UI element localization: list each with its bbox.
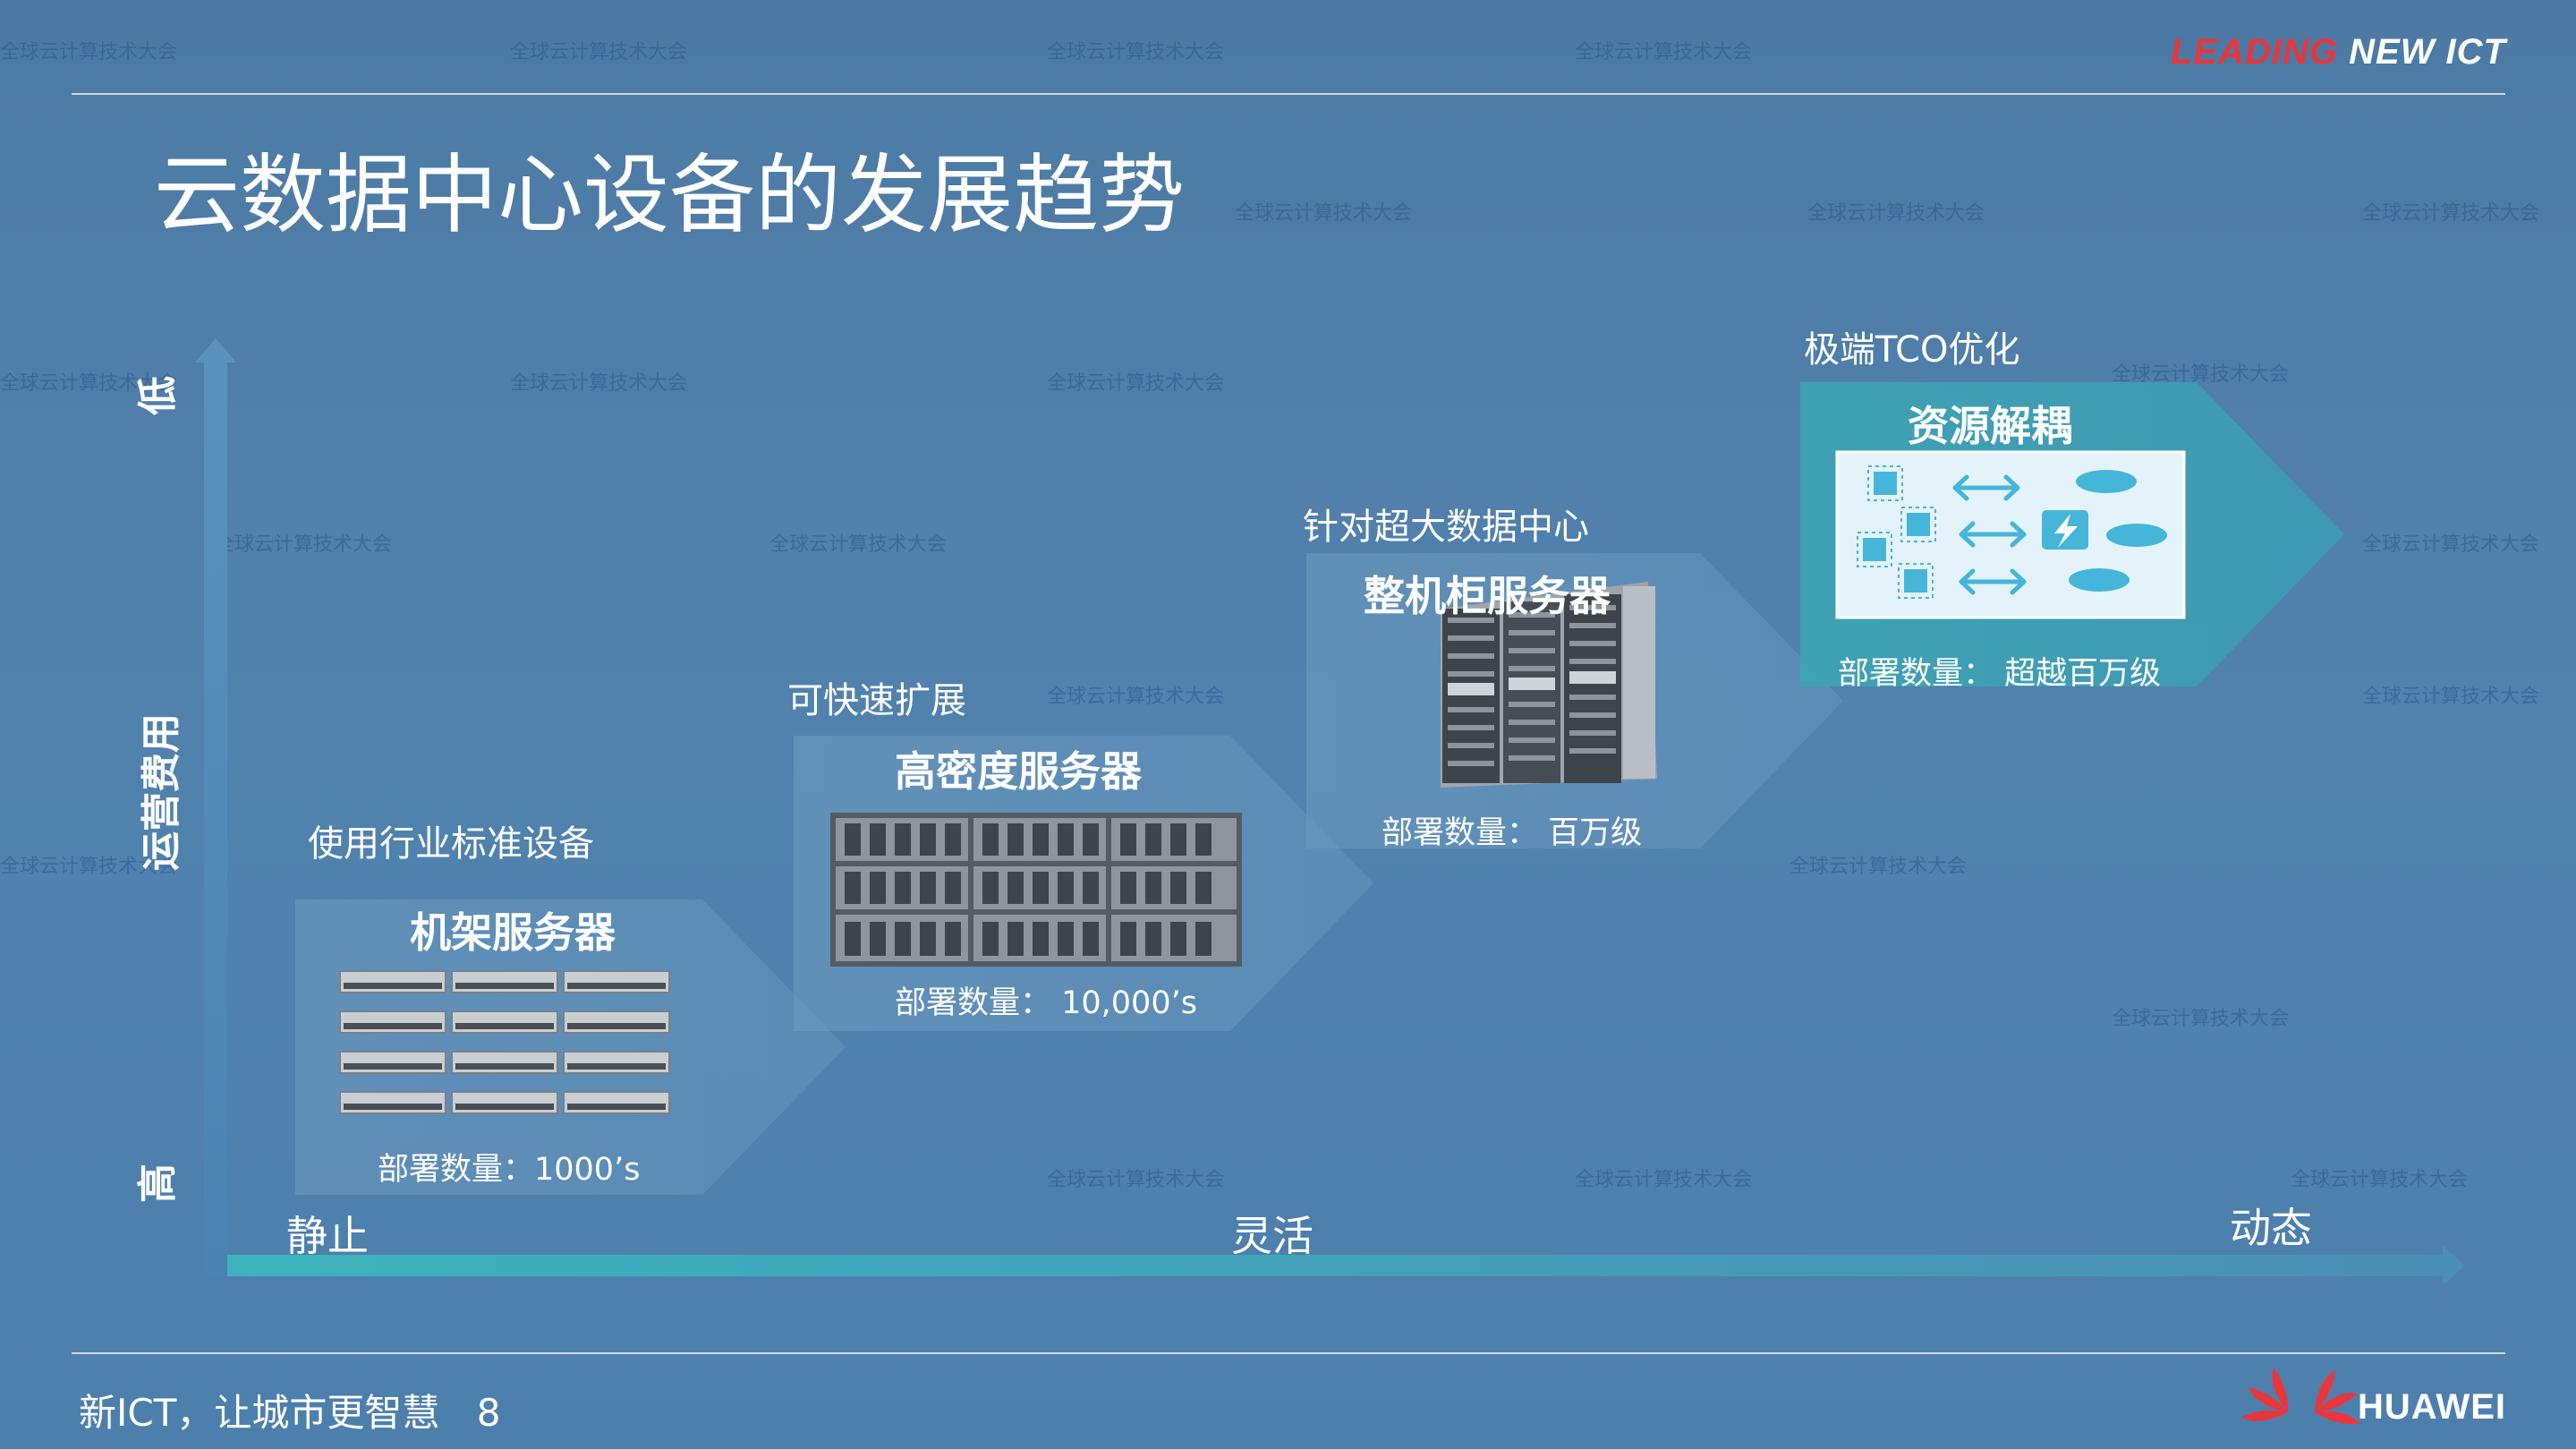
stage-4-title: 资源解耦 [1908,402,2072,450]
watermark-text: 全球云计算技术大会 [1047,686,1225,708]
watermark-text: 全球云计算技术大会 [1790,856,1968,878]
stage-3-caption: 针对超大数据中心 [1303,507,1589,548]
watermark-text: 全球云计算技术大会 [769,533,948,556]
footer-text: 新ICT，让城市更智慧 [79,1391,440,1435]
stage-3-title: 整机柜服务器 [1364,572,1611,620]
watermark-text: 全球云计算技术大会 [2362,686,2540,708]
stage-1-count: 部署数量：1000’s [378,1152,641,1188]
page-number: 8 [476,1391,501,1435]
slide-title: 云数据中心设备的发展趋势 [154,145,1185,245]
header-divider [72,93,2505,95]
watermark-text: 全球云计算技术大会 [0,372,178,395]
stage-4-count: 部署数量： 超越百万级 [1838,656,2162,692]
stage-2-title: 高密度服务器 [895,747,1142,796]
y-axis-low-label: 低 [135,376,181,415]
huawei-petal-icon [2241,1368,2360,1425]
watermark-text: 全球云计算技术大会 [2291,1169,2469,1191]
huawei-logo-text: HUAWEI [2358,1387,2506,1427]
x-axis-bar [227,1255,2446,1276]
x-axis-static-label: 静止 [286,1212,369,1260]
watermark-text: 全球云计算技术大会 [1047,1169,1225,1191]
x-axis-dynamic-label: 动态 [2230,1204,2312,1252]
brand-slogan: LEADING NEW ICT [2171,32,2506,72]
watermark-text: 全球云计算技术大会 [2112,1008,2290,1030]
watermark-text: 全球云计算技术大会 [0,41,178,64]
watermark-text: 全球云计算技术大会 [2362,533,2540,556]
watermark-text: 全球云计算技术大会 [1235,202,1413,225]
watermark-text: 全球云计算技术大会 [1807,202,1985,225]
footer-slogan: 新ICT，让城市更智慧 8 [79,1383,500,1437]
watermark-text: 全球云计算技术大会 [510,372,688,395]
rack-server-icon [339,970,670,1114]
resource-decoupling-panel [1835,450,2186,619]
stage-1-title: 机架服务器 [410,908,616,957]
stage-2-caption: 可快速扩展 [787,680,966,721]
watermark-text: 全球云计算技术大会 [510,41,688,64]
watermark-text: 全球云计算技术大会 [1047,41,1225,64]
y-axis-high-label: 高 [135,1163,181,1203]
watermark-text: 全球云计算技术大会 [2112,363,2290,386]
watermark-text: 全球云计算技术大会 [0,856,178,878]
stage-3-count: 部署数量： 百万级 [1382,815,1643,851]
footer-divider [72,1352,2505,1354]
brand-new: NEW ICT [2349,32,2506,72]
watermark-text: 全球云计算技术大会 [1047,372,1225,395]
watermark-text: 全球云计算技术大会 [1575,1169,1753,1191]
cabinet-server-icon [1441,582,1657,788]
stage-4-caption: 极端TCO优化 [1804,329,2020,371]
x-axis-flexible-label: 灵活 [1231,1212,1314,1260]
watermark-text: 全球云计算技术大会 [2362,202,2540,225]
stage-2-count: 部署数量： 10,000’s [895,985,1197,1021]
brand-lead: LEADING [2171,32,2338,72]
y-axis-bar [204,362,227,1275]
stage-1-caption: 使用行业标准设备 [308,823,594,865]
high-density-server-icon [830,813,1242,967]
watermark-text: 全球云计算技术大会 [1575,41,1753,64]
watermark-text: 全球云计算技术大会 [215,533,393,556]
x-axis-arrowhead [2443,1246,2465,1285]
y-axis-title: 运营费用 [139,713,184,871]
y-axis-arrowhead [195,338,236,362]
